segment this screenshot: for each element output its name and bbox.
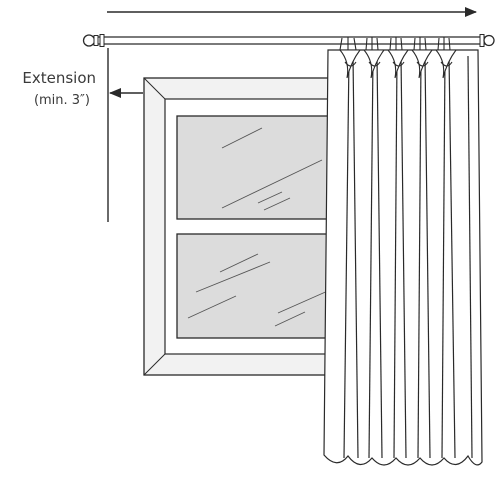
left-finial [82, 34, 96, 47]
window [143, 77, 347, 376]
glass-reflection-lower [187, 253, 331, 327]
curtain-panel [323, 49, 483, 466]
pleat-heads [328, 37, 478, 79]
window-upper-pane [176, 115, 347, 220]
extension-indicator [107, 48, 143, 222]
extension-label: Extension [22, 69, 96, 87]
window-lower-pane [176, 233, 347, 339]
curtain-rod [82, 34, 495, 47]
extension-min-label: (min. 3″) [34, 93, 90, 108]
right-finial [483, 34, 495, 47]
glass-reflection-upper [221, 127, 323, 211]
